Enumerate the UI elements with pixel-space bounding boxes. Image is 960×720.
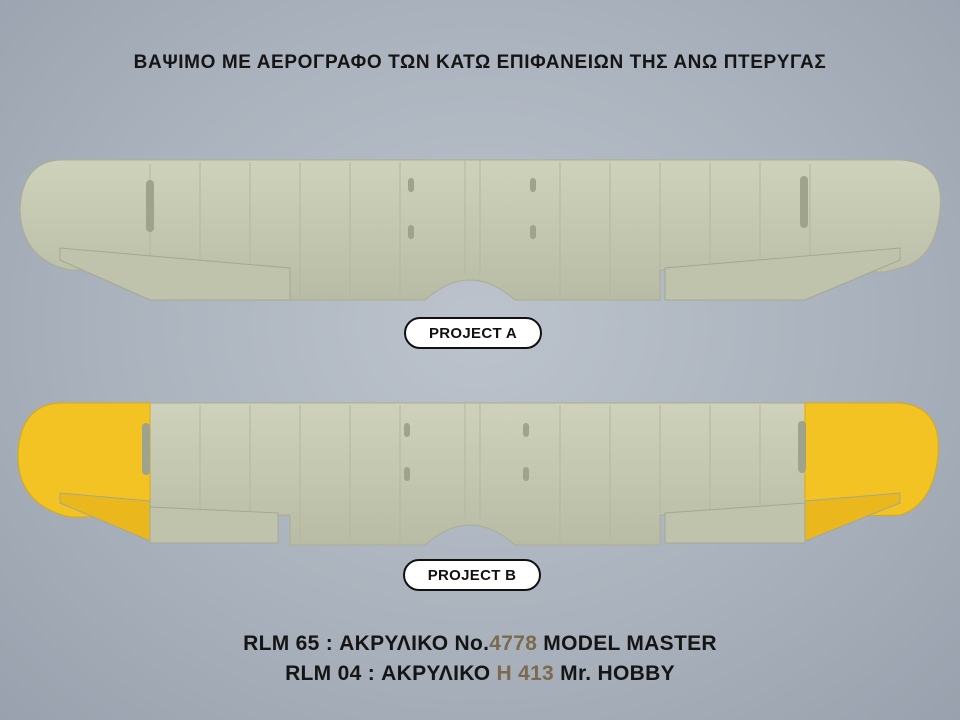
paint-prefix: RLM 04 : ΑΚΡΥΛΙΚΟ <box>285 662 497 685</box>
paint-suffix: MODEL MASTER <box>537 632 717 655</box>
flaps <box>59 247 901 301</box>
paint-line-rlm65: RLM 65 : ΑΚΡΥΛΙΚΟ No.4778 MODEL MASTER <box>0 632 960 656</box>
upper-wing-project-a <box>19 159 941 301</box>
project-a-label: PROJECT A <box>404 317 542 349</box>
page-title: ΒΑΨΙΜΟ ΜΕ ΑΕΡΟΓΡΑΦΟ ΤΩΝ ΚΑΤΩ ΕΠΙΦΑΝΕΙΩΝ … <box>133 52 827 73</box>
flaps <box>59 492 901 544</box>
paint-suffix: Mr. HOBBY <box>554 662 675 685</box>
paint-code: 4778 <box>489 632 538 655</box>
left-yellow-tip <box>17 402 151 518</box>
paint-prefix: RLM 65 : ΑΚΡΥΛΙΚΟ No. <box>243 632 490 655</box>
panel-lines <box>199 403 761 543</box>
panel-lines <box>149 160 811 298</box>
upper-wing-project-b <box>17 402 939 546</box>
paint-code: H 413 <box>496 662 555 685</box>
slots <box>142 421 806 481</box>
right-yellow-tip <box>804 402 939 518</box>
paint-line-rlm04: RLM 04 : ΑΚΡΥΛΙΚΟ H 413 Mr. HOBBY <box>0 662 960 686</box>
project-b-label: PROJECT B <box>403 559 541 591</box>
slots <box>146 176 808 239</box>
